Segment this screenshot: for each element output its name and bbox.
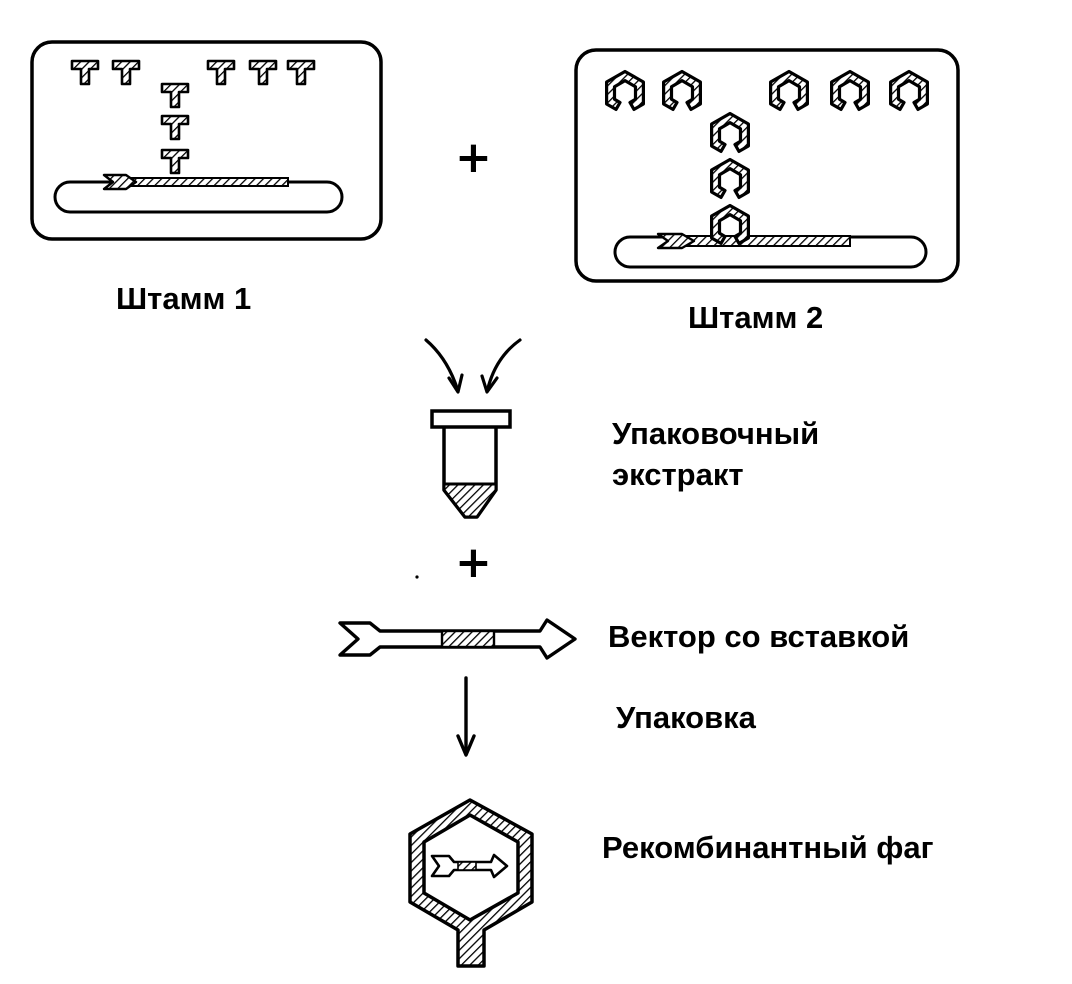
extract-tube-icon	[430, 409, 512, 519]
extract-label-line1: Упаковочный	[612, 416, 820, 451]
strain1-label: Штамм 1	[116, 281, 252, 316]
plus-sign-middle: +	[455, 537, 492, 588]
converging-arrows	[424, 338, 522, 394]
vector-label: Вектор со вставкой	[608, 619, 910, 654]
strain1-panel	[30, 40, 383, 241]
extract-label-line2: экстракт	[612, 457, 744, 492]
strain2-label: Штамм 2	[688, 300, 824, 335]
phage-label: Рекомбинантный фаг	[602, 830, 934, 865]
down-arrow	[456, 676, 476, 757]
strain2-panel	[574, 48, 960, 283]
packaging-label: Упаковка	[616, 700, 756, 735]
strain1-chromosome	[53, 173, 344, 214]
recombinant-phage-icon	[408, 798, 534, 968]
plus-sign-top: +	[455, 132, 492, 183]
speck	[415, 575, 419, 579]
vector-with-insert-icon	[338, 618, 577, 660]
strain2-chromosome	[613, 232, 928, 269]
